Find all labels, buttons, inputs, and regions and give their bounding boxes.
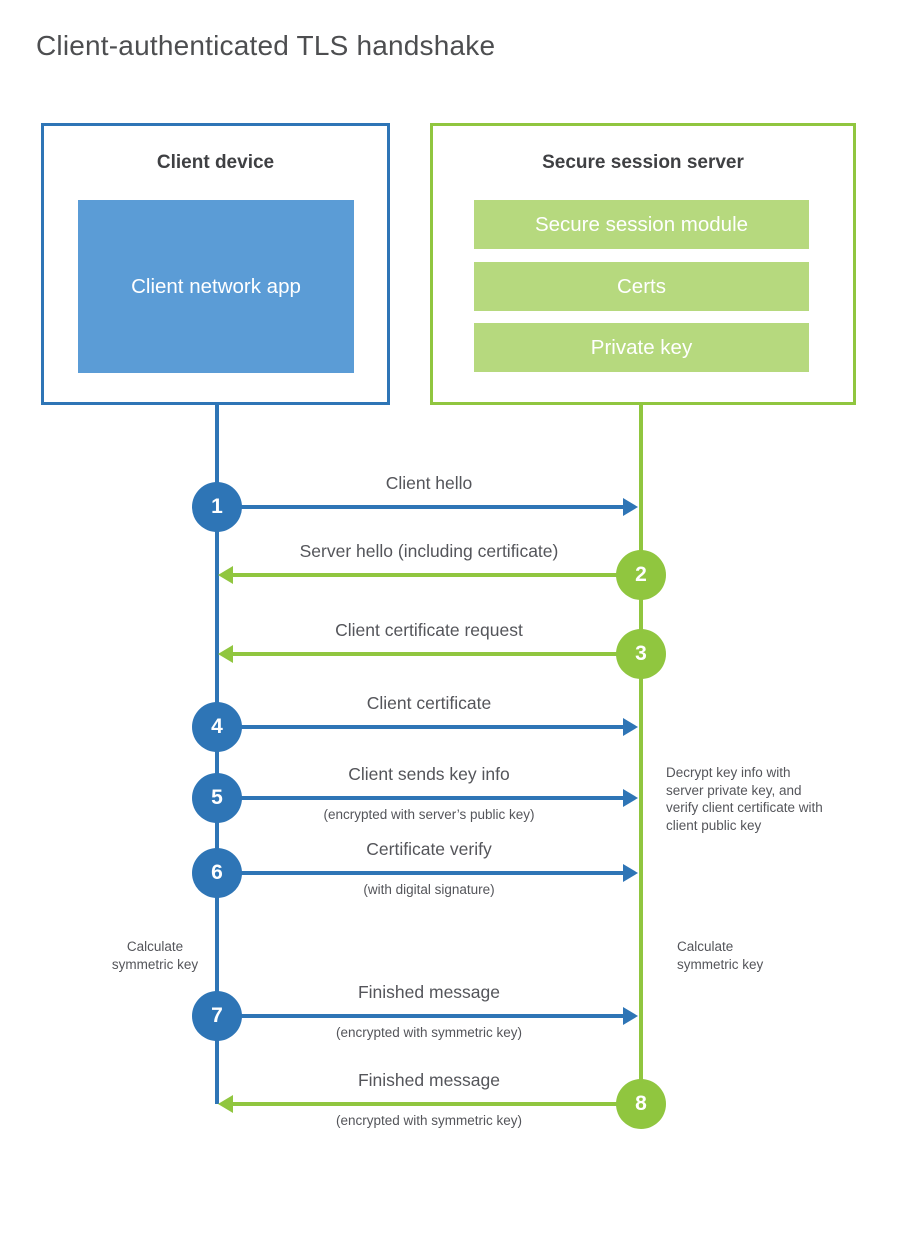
step-label: Server hello (including certificate): [299, 541, 559, 561]
step-3-client-certificate-request: Client certificate request 3: [0, 620, 900, 679]
arrow-line: [235, 1014, 625, 1018]
server-module-secure-session: Secure session module: [474, 200, 809, 249]
arrow-right-icon: [623, 789, 638, 807]
step-7-finished-message: Finished message (encrypted with symmetr…: [0, 982, 900, 1041]
note-calculate-symmetric-key-server: Calculate symmetric key: [677, 939, 764, 972]
page-title: Client-authenticated TLS handshake: [36, 30, 496, 61]
step-6-certificate-verify: Certificate verify (with digital signatu…: [0, 839, 900, 898]
step-1-client-hello: Client hello 1: [0, 473, 900, 532]
client-network-app-label: Client network app: [131, 274, 301, 298]
arrow-line: [235, 505, 625, 509]
arrow-left-icon: [218, 1095, 233, 1113]
arrow-right-icon: [623, 498, 638, 516]
client-network-app-box: Client network app: [78, 200, 354, 373]
step-number-badge: 7: [192, 991, 242, 1041]
step-number-badge: 3: [616, 629, 666, 679]
step-label: Client hello: [385, 473, 473, 493]
step-sublabel: (encrypted with server’s public key): [323, 807, 535, 822]
step-sublabel: (encrypted with symmetric key): [335, 1113, 523, 1128]
step-8-finished-message: Finished message (encrypted with symmetr…: [0, 1070, 900, 1129]
arrow-line: [233, 652, 623, 656]
step-4-client-certificate: Client certificate 4: [0, 693, 900, 752]
arrow-left-icon: [218, 566, 233, 584]
arrow-line: [235, 871, 625, 875]
step-number-badge: 8: [616, 1079, 666, 1129]
arrow-right-icon: [623, 1007, 638, 1025]
step-label: Client sends key info: [348, 764, 510, 784]
client-lifeline: [215, 404, 219, 1104]
arrow-line: [233, 573, 623, 577]
step-label: Certificate verify: [366, 839, 492, 859]
arrow-line: [235, 725, 625, 729]
arrow-right-icon: [623, 864, 638, 882]
arrow-line: [233, 1102, 623, 1106]
step-5-client-sends-key-info: Client sends key info (encrypted with se…: [0, 764, 900, 823]
step-sublabel: (encrypted with symmetric key): [335, 1025, 523, 1040]
step-label: Client certificate request: [335, 620, 523, 640]
step-2-server-hello: Server hello (including certificate) 2: [0, 541, 900, 600]
step-number-badge: 1: [192, 482, 242, 532]
server-lifeline: [639, 404, 643, 1104]
arrow-line: [235, 796, 625, 800]
step-label: Client certificate: [366, 693, 492, 713]
note-calculate-symmetric-key-client: Calculate symmetric key: [111, 939, 199, 972]
server-module-private-key: Private key: [474, 323, 809, 372]
note-decrypt-key-info: Decrypt key info with server private key…: [666, 765, 823, 833]
arrow-left-icon: [218, 645, 233, 663]
step-number-badge: 2: [616, 550, 666, 600]
server-module-certs: Certs: [474, 262, 809, 311]
step-number-badge: 4: [192, 702, 242, 752]
step-sublabel: (with digital signature): [363, 882, 495, 897]
step-number-badge: 5: [192, 773, 242, 823]
step-number-badge: 6: [192, 848, 242, 898]
step-label: Finished message: [357, 982, 501, 1002]
arrow-right-icon: [623, 718, 638, 736]
step-label: Finished message: [357, 1070, 501, 1090]
client-device-title: Client device: [156, 152, 275, 173]
secure-session-server-title: Secure session server: [542, 152, 744, 173]
